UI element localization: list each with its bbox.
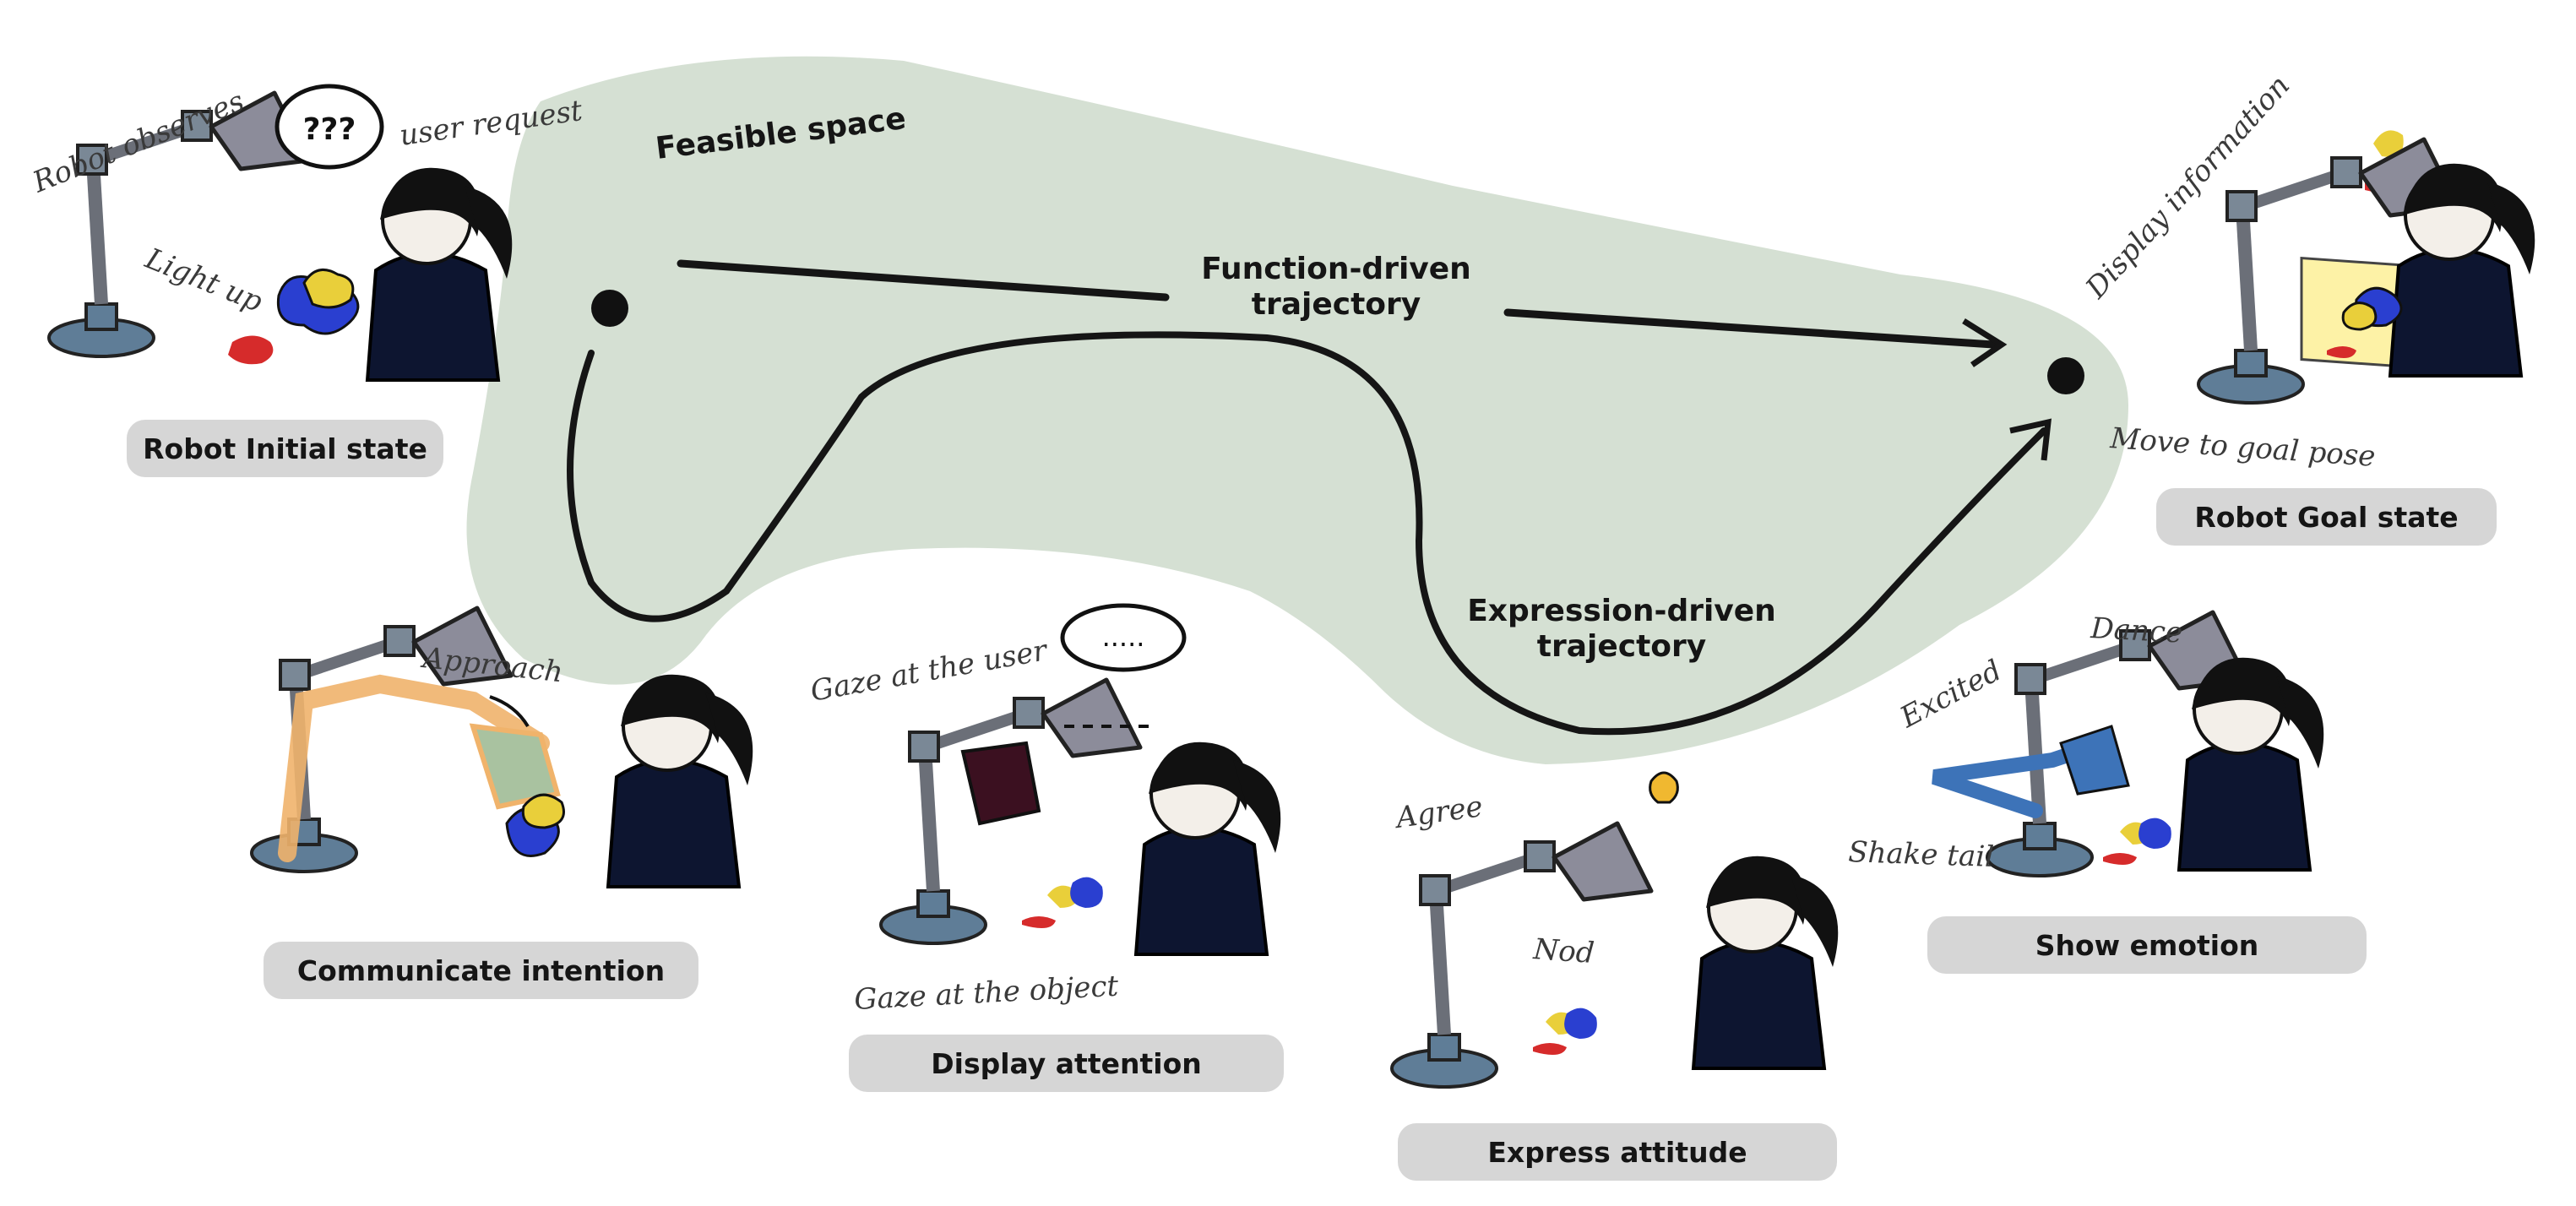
user-figure	[2177, 655, 2326, 872]
express-attitude-label: Express attitude	[1398, 1123, 1837, 1181]
function-trajectory-label-1: Function-driven	[1201, 252, 1471, 286]
note-shake-tail: Shake tail	[1848, 835, 1995, 874]
attention-speech-text: .....	[1102, 621, 1145, 653]
expression-trajectory-line	[567, 331, 2047, 736]
initial-speech-text: ???	[303, 112, 356, 147]
feasible-space-region	[466, 56, 2128, 764]
lightbulb-icon	[1649, 771, 1679, 804]
note-nod: Nod	[1531, 932, 1595, 970]
goal-point	[2047, 357, 2084, 394]
speech-bubble	[274, 84, 384, 170]
note-gaze-at-object: Gaze at the object	[853, 970, 1119, 1017]
note-display-information: Display information	[2079, 69, 2296, 306]
function-trajectory-line-b	[1503, 308, 1997, 349]
user-figure	[1692, 854, 1840, 1070]
expression-trajectory-label-1: Expression-driven	[1467, 594, 1776, 628]
lamp-robot	[1392, 823, 1651, 1087]
show-emotion-label: Show emotion	[1927, 916, 2367, 974]
start-point	[591, 290, 628, 327]
note-excited: Excited	[1894, 654, 2008, 736]
user-figure	[366, 166, 514, 382]
speech-bubble	[1060, 603, 1187, 672]
user-figure	[606, 672, 755, 888]
note-light-up: Light up	[140, 242, 268, 319]
robot-initial-state-label: Robot Initial state	[127, 420, 443, 477]
display-attention-illustration: ..... Gaze at the user Gaze at the objec…	[808, 603, 1283, 1017]
express-attitude-illustration: Agree Nod	[1392, 771, 1840, 1087]
expression-trajectory-label-2: trajectory	[1537, 629, 1707, 664]
function-trajectory-label-2: trajectory	[1252, 287, 1421, 322]
expression-trajectory-arrowhead	[2009, 418, 2052, 461]
goal-state-illustration: Display information Move to goal pose	[2079, 69, 2537, 474]
display-attention-label: Display attention	[849, 1035, 1284, 1092]
user-figure	[1134, 740, 1283, 956]
function-trajectory-arrowhead	[1962, 318, 2008, 367]
communicate-intention-label: Communicate intention	[264, 942, 698, 999]
function-trajectory-line-a	[677, 259, 1170, 302]
robot-goal-state-label: Robot Goal state	[2156, 488, 2497, 546]
user-figure	[2389, 161, 2537, 378]
note-move-to-goal-pose: Move to goal pose	[2108, 421, 2376, 474]
note-agree: Agree	[1392, 790, 1485, 835]
note-robot-observes: Robot observes	[27, 84, 248, 200]
note-dance: Dance	[2090, 611, 2184, 650]
